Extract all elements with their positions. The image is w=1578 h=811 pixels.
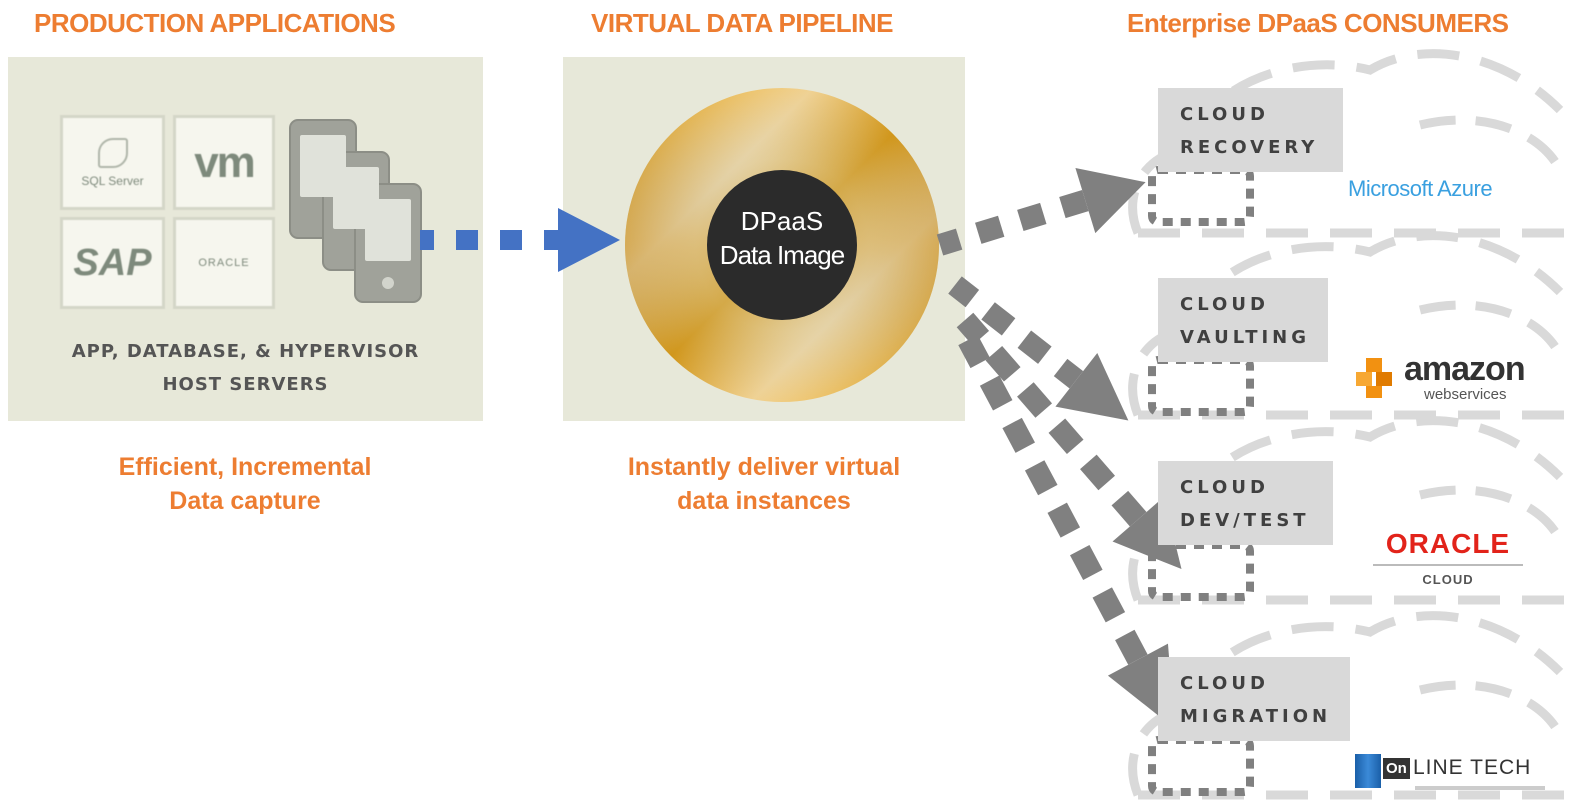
caption-line-2: HOST SERVERS [162,374,329,395]
instance-box-migration [1148,736,1254,796]
devtest-line-1: CLOUD [1180,477,1269,498]
cloud-devtest-label: CLOUD DEV/TEST [1158,461,1333,545]
aws-subtitle: webservices [1424,386,1507,403]
data-image-disc [625,88,939,402]
aws-wordmark: amazon [1404,350,1526,388]
aws-logo: amazon webservices [1352,348,1542,406]
oracle-cloud-logo: ORACLE CLOUD [1368,528,1528,587]
deliver-note-line-1: Instantly deliver virtual [627,453,901,481]
recovery-line-1: CLOUD [1180,104,1269,125]
caption-line-1: APP, DATABASE, & HYPERVISOR [71,341,420,362]
online-tech-icon [1355,754,1381,788]
production-heading: PRODUCTION APPLICATIONS [34,8,396,38]
deliver-note: Instantly deliver virtual data instances [563,450,965,518]
instance-box-devtest [1148,541,1254,601]
capture-note-line-2: Data capture [169,487,321,515]
recovery-line-2: RECOVERY [1180,137,1319,158]
oracle-tile: ORACLE [173,217,275,309]
oracle-logo: ORACLE [198,257,250,269]
devtest-line-2: DEV/TEST [1180,510,1310,531]
deliver-note-line-2: data instances [677,487,851,515]
cloud-migration-label: CLOUD MIGRATION [1158,657,1350,741]
cloud-shape-recovery [1128,49,1578,238]
oracle-subtitle: CLOUD [1422,572,1474,587]
sql-server-icon [97,137,128,168]
migration-line-2: MIGRATION [1180,706,1332,727]
oracle-divider [1373,564,1523,566]
online-tech-logo: On LINE TECH [1355,752,1550,792]
vmware-tile: vm [173,115,275,210]
disc-label-line-2: Data Image [720,240,845,270]
vaulting-line-1: CLOUD [1180,294,1269,315]
instance-box-vaulting [1148,356,1254,416]
cloud-shape-migration [1128,611,1578,800]
host-servers-caption: APP, DATABASE, & HYPERVISOR HOST SERVERS [8,335,483,401]
oracle-wordmark: ORACLE [1385,528,1511,559]
disc-label-line-1: DPaaS [741,206,823,236]
sql-server-tile: SQL Server [60,115,165,210]
sql-server-label: SQL Server [81,173,144,188]
pipeline-heading: VIRTUAL DATA PIPELINE [591,8,894,38]
migration-line-1: CLOUD [1180,673,1269,694]
vmware-logo: vm [194,137,256,187]
capture-note: Efficient, Incremental Data capture [60,450,430,518]
azure-logo: Microsoft Azure [1348,176,1493,201]
sap-logo: SAP [73,241,152,284]
ingest-arrow [420,208,620,272]
cloud-vaulting-label: CLOUD VAULTING [1158,278,1328,362]
online-tech-badge: On [1383,758,1410,779]
consumers-heading: Enterprise DPaaS CONSUMERS [1127,8,1509,38]
sap-tile: SAP [60,217,165,309]
capture-note-line-1: Efficient, Incremental [118,453,372,481]
aws-cubes-icon [1352,358,1398,398]
delivery-arrows [936,168,1182,729]
cloud-recovery-label: CLOUD RECOVERY [1158,88,1343,172]
instance-box-recovery [1148,166,1254,226]
cloud-shape-vaulting [1128,231,1578,420]
online-tech-wordmark: LINE TECH [1413,756,1532,779]
vaulting-line-2: VAULTING [1180,327,1311,348]
online-tech-tagline [1415,786,1545,790]
